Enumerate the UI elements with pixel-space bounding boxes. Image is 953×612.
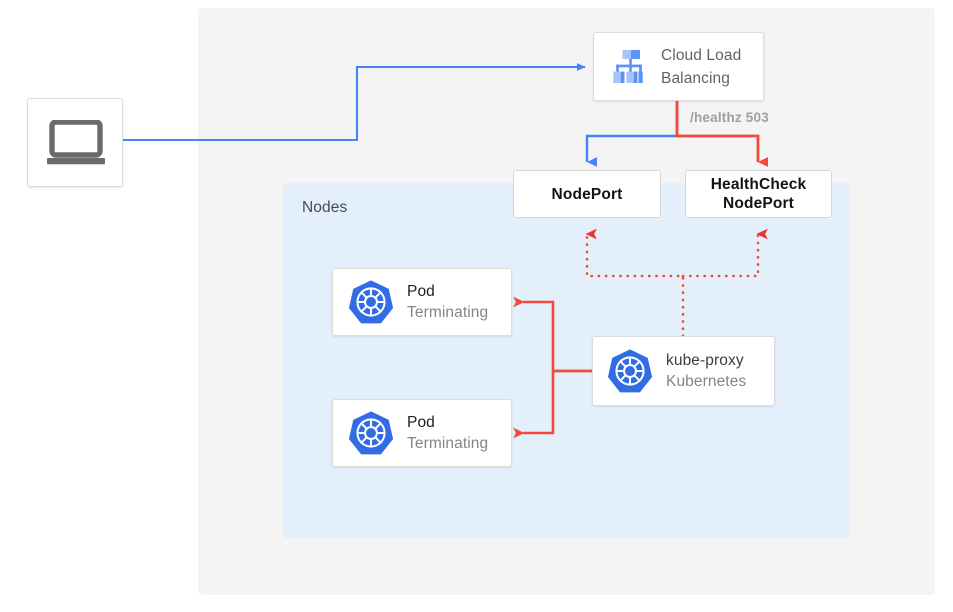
nodeport-label: NodePort [551, 185, 623, 203]
kube-proxy-node[interactable]: kube-proxy Kubernetes [592, 336, 775, 406]
pod-2-title: Pod [407, 414, 435, 431]
kube-proxy-subtitle: Kubernetes [666, 373, 747, 390]
clb-label-line-2: Balancing [661, 69, 730, 87]
hc-label-line-2: NodePort [723, 195, 794, 212]
kubernetes-icon [348, 410, 394, 456]
edge-label-healthz: /healthz 503 [690, 110, 769, 125]
clb-label-line-1: Cloud Load [661, 46, 742, 64]
cloud-load-balancing-node[interactable]: Cloud Load Balancing [593, 32, 764, 101]
healthcheck-nodeport-label: HealthCheck NodePort [711, 175, 807, 213]
kubernetes-icon [607, 348, 653, 394]
kubernetes-icon [348, 279, 394, 325]
healthcheck-nodeport-node[interactable]: HealthCheck NodePort [685, 170, 832, 218]
hc-label-line-1: HealthCheck [710, 176, 807, 193]
pod-1-label: Pod Terminating [407, 281, 488, 323]
client-node[interactable] [27, 98, 123, 187]
pod-node-2[interactable]: Pod Terminating [332, 399, 512, 467]
cloud-load-balancing-icon [608, 48, 648, 86]
pod-2-label: Pod Terminating [407, 412, 488, 454]
pod-node-1[interactable]: Pod Terminating [332, 268, 512, 336]
kube-proxy-title: kube-proxy [666, 352, 744, 369]
nodes-region-label: Nodes [302, 199, 348, 216]
nodeport-node[interactable]: NodePort [513, 170, 661, 218]
pod-1-title: Pod [407, 283, 435, 300]
pod-2-status: Terminating [407, 435, 489, 452]
cloud-load-balancing-label: Cloud Load Balancing [661, 44, 741, 90]
kube-proxy-label: kube-proxy Kubernetes [666, 350, 746, 392]
pod-1-status: Terminating [407, 304, 489, 321]
